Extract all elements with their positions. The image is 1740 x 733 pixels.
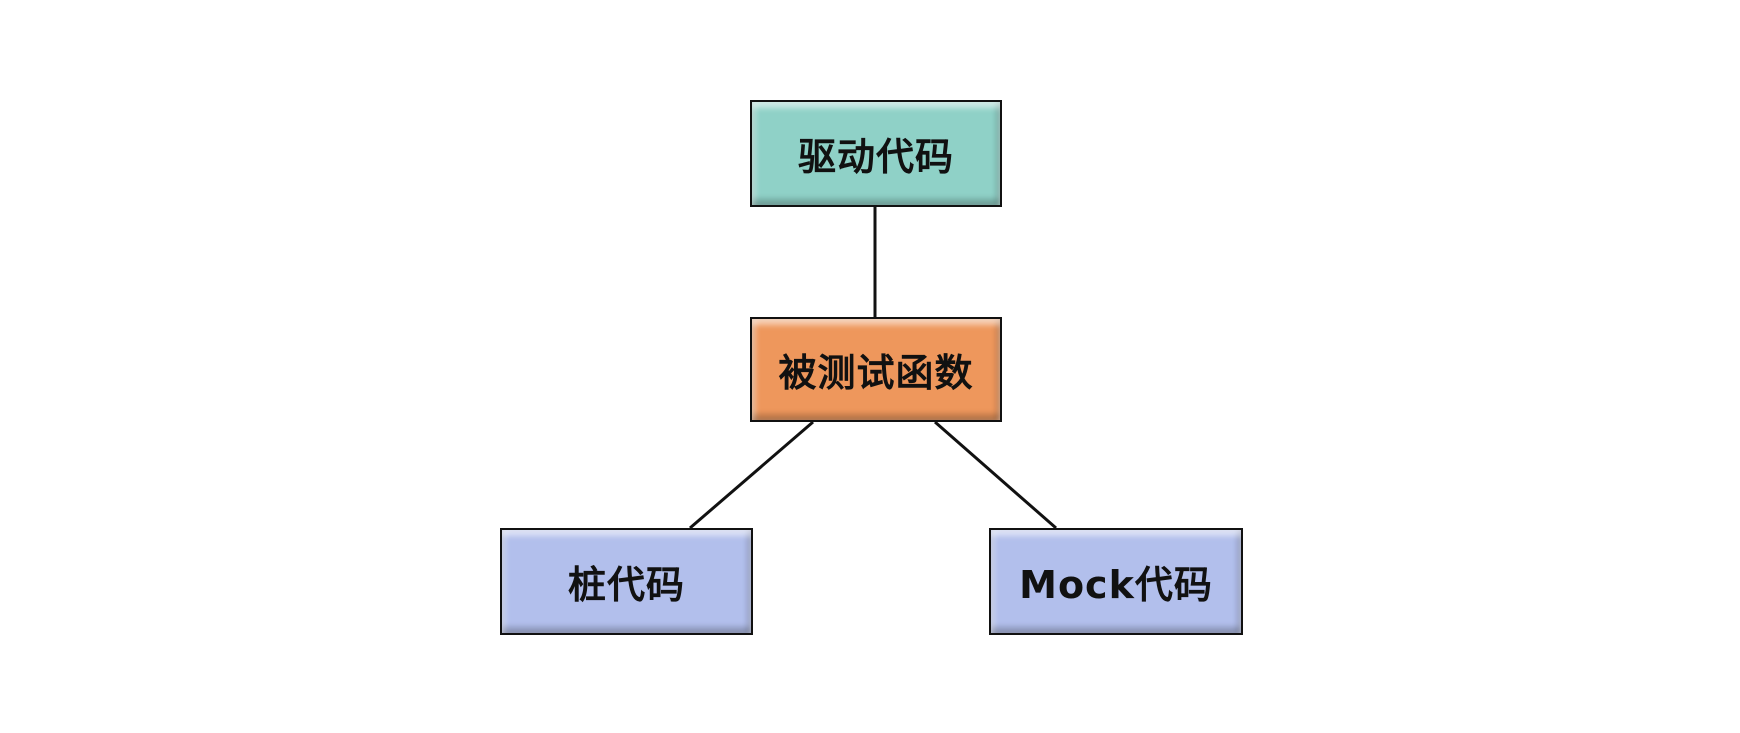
node-driver-code: 驱动代码 <box>750 100 1002 207</box>
node-label: 桩代码 <box>567 563 685 607</box>
node-mock-code: Mock代码 <box>989 528 1243 635</box>
node-label: 被测试函数 <box>778 351 974 395</box>
node-function-under-test: 被测试函数 <box>750 317 1002 422</box>
node-label: Mock代码 <box>1019 563 1213 607</box>
edge-target-mock <box>934 420 1057 530</box>
node-stub-code: 桩代码 <box>500 528 753 635</box>
edge-target-stub <box>689 420 814 530</box>
node-label: 驱动代码 <box>797 135 954 179</box>
